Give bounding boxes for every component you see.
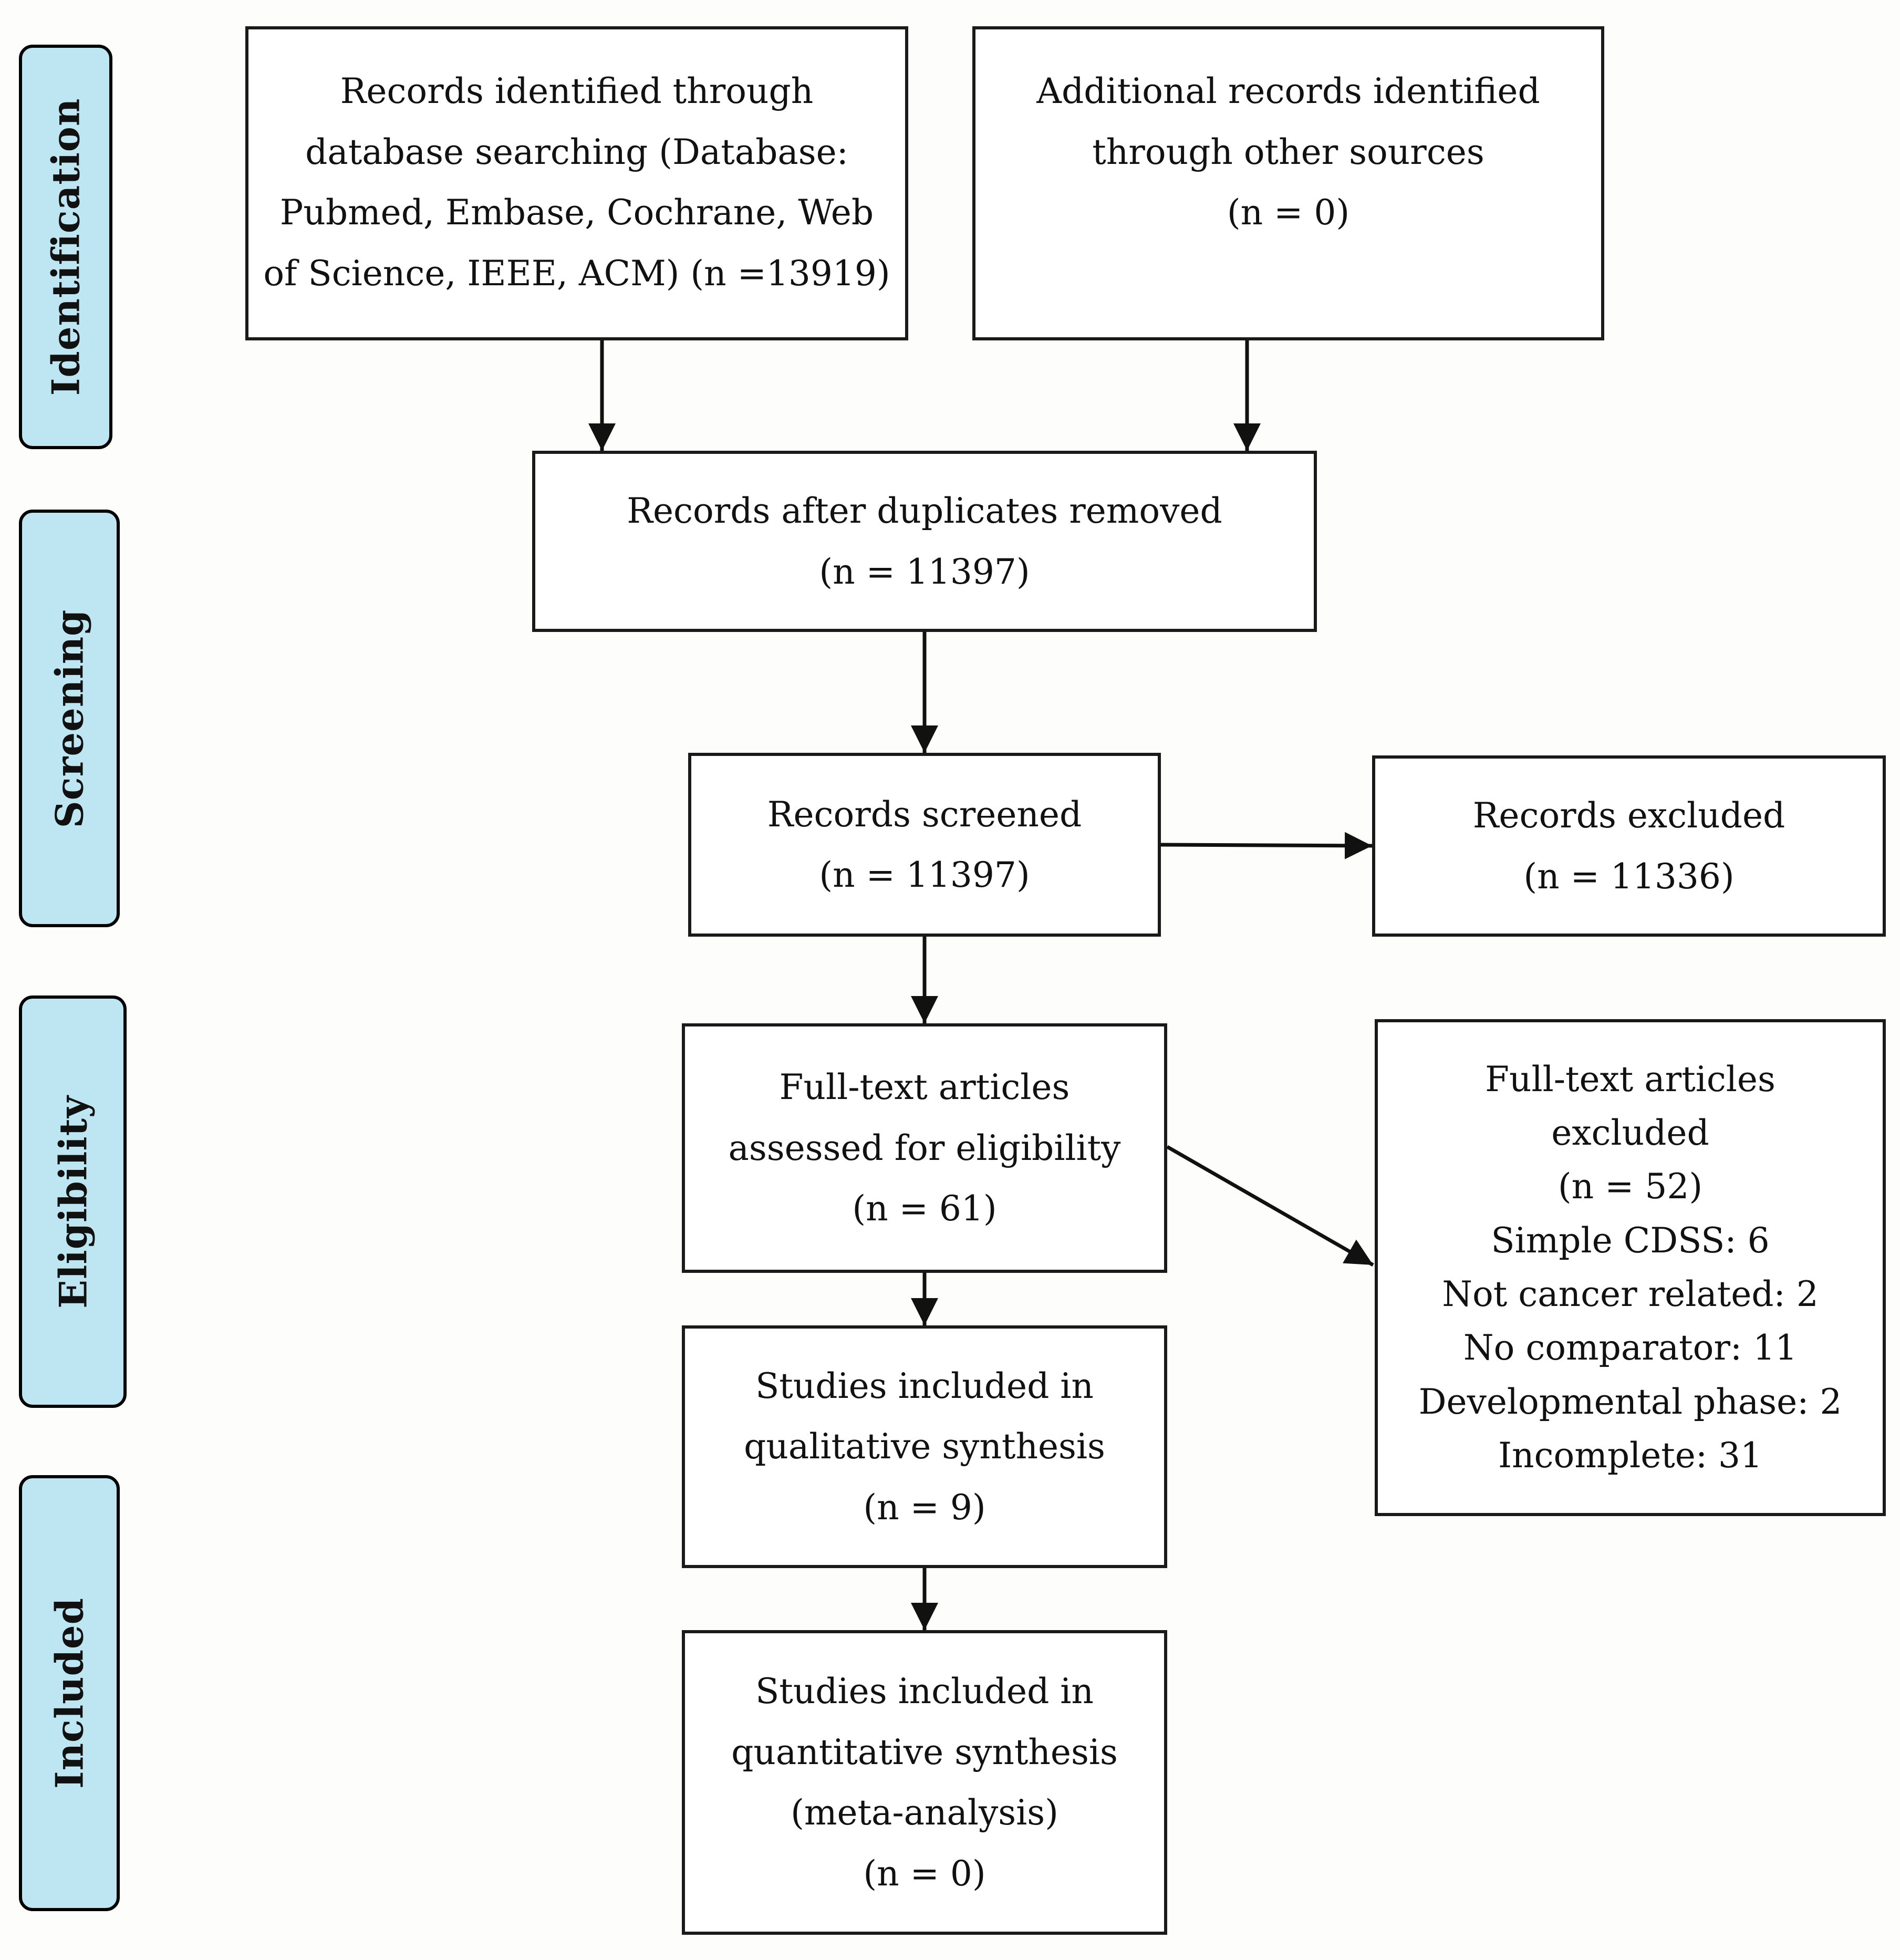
full-text-assessed-line-1: Full-text articles [779, 1067, 1070, 1108]
records-screened-line-2: (n = 11397) [819, 855, 1030, 895]
full-text-assessed-line-3: (n = 61) [852, 1188, 997, 1229]
box-qualitative-synthesis: Studies included in qualitative synthesi… [682, 1325, 1167, 1568]
arrow-fulltext-to-excluded [1166, 1145, 1374, 1267]
full-text-excluded-line-8: Incomplete: 31 [1498, 1435, 1763, 1476]
after-duplicates-line-2: (n = 11397) [819, 551, 1030, 592]
full-text-excluded-line-3: (n = 52) [1558, 1166, 1703, 1207]
records-excluded-line-2: (n = 11336) [1523, 856, 1735, 897]
phase-eligibility: Eligibility [19, 995, 127, 1408]
quantitative-line-4: (n = 0) [863, 1853, 986, 1894]
box-after-duplicates: Records after duplicates removed (n = 11… [532, 451, 1317, 632]
records-excluded-line-1: Records excluded [1472, 795, 1785, 836]
qualitative-line-3: (n = 9) [863, 1487, 986, 1528]
additional-records-line-2: through other sources [1092, 131, 1484, 172]
full-text-excluded-line-5: Not cancer related: 2 [1442, 1274, 1819, 1314]
database-records-line-4: of Science, IEEE, ACM) (n =13919) [263, 253, 890, 294]
full-text-assessed-line-2: assessed for eligibility [728, 1127, 1121, 1168]
quantitative-line-3: (meta-analysis) [791, 1792, 1058, 1833]
additional-records-line-1: Additional records identified [1036, 71, 1540, 111]
qualitative-line-2: qualitative synthesis [744, 1426, 1105, 1467]
quantitative-line-2: quantitative synthesis [731, 1731, 1118, 1772]
qualitative-line-1: Studies included in [755, 1365, 1094, 1406]
database-records-line-2: database searching (Database: [305, 131, 848, 172]
box-additional-records: Additional records identified through ot… [972, 26, 1604, 340]
arrow-screened-to-excluded [1160, 832, 1373, 859]
quantitative-line-1: Studies included in [755, 1671, 1094, 1712]
phase-included: Included [19, 1475, 120, 1911]
phase-screening: Screening [19, 510, 120, 927]
after-duplicates-line-1: Records after duplicates removed [627, 491, 1222, 531]
box-full-text-assessed: Full-text articles assessed for eligibil… [682, 1023, 1167, 1273]
phase-identification: Identification [19, 45, 112, 449]
additional-records-line-3: (n = 0) [1227, 192, 1350, 233]
box-records-excluded: Records excluded (n = 11336) [1372, 755, 1886, 937]
full-text-excluded-line-6: No comparator: 11 [1463, 1328, 1798, 1368]
full-text-excluded-line-2: excluded [1551, 1113, 1709, 1154]
box-database-records: Records identified through database sear… [245, 26, 908, 340]
full-text-excluded-line-1: Full-text articles [1485, 1059, 1776, 1100]
records-screened-line-1: Records screened [767, 794, 1082, 835]
box-records-screened: Records screened (n = 11397) [688, 753, 1161, 937]
full-text-excluded-line-4: Simple CDSS: 6 [1491, 1220, 1770, 1261]
box-full-text-excluded: Full-text articles excluded (n = 52) Sim… [1375, 1019, 1886, 1516]
database-records-line-1: Records identified through [340, 71, 814, 111]
box-quantitative-synthesis: Studies included in quantitative synthes… [682, 1630, 1167, 1935]
database-records-line-3: Pubmed, Embase, Cochrane, Web [279, 192, 874, 233]
full-text-excluded-line-7: Developmental phase: 2 [1418, 1381, 1842, 1422]
